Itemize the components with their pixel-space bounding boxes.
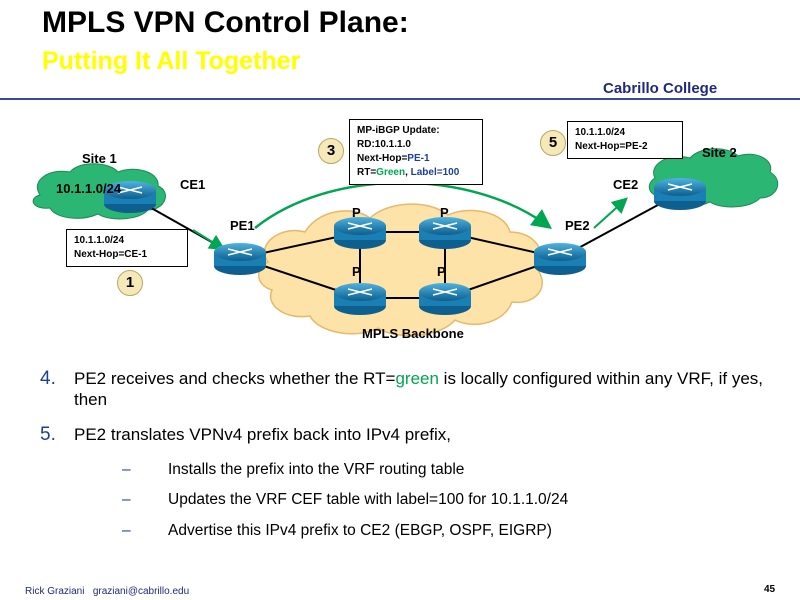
router-ce2-icon	[654, 178, 706, 210]
site1-label: Site 1	[82, 151, 117, 166]
arrow-ce1-pe1	[192, 229, 226, 251]
bullet-5-number: 5.	[40, 424, 56, 445]
bullet-5-text: PE2 translates VPNv4 prefix back into IP…	[74, 425, 452, 444]
mpls-backbone-cloud	[258, 203, 543, 337]
slide-subtitle: Putting It All Together	[42, 47, 301, 75]
route-info-box-5: 10.1.1.0/24 Next-Hop=PE-2	[567, 121, 683, 159]
pe2-label: PE2	[565, 218, 590, 233]
footer-credit: Rick Graziani graziani@cabrillo.edu	[25, 586, 189, 597]
pe1-label: PE1	[230, 218, 255, 233]
box3-next-hop: Next-Hop=PE-1	[357, 153, 430, 164]
sub-bullet-3-text: Advertise this IPv4 prefix to CE2 (EBGP,…	[168, 522, 552, 539]
mp-ibgp-update-box: MP-iBGP Update: RD:10.1.1.0 Next-Hop=PE-…	[349, 119, 483, 185]
router-p-bottom-left-icon	[334, 283, 386, 315]
box1-prefix: 10.1.1.0/24	[74, 235, 125, 246]
p-label-top-right: P	[440, 205, 449, 220]
step-badge-3: 3	[318, 138, 344, 164]
site2-label: Site 2	[702, 145, 737, 160]
router-pe2-icon	[534, 243, 586, 275]
page-number: 45	[764, 584, 776, 595]
box5-prefix: 10.1.1.0/24	[575, 127, 626, 138]
bullet-4-number: 4.	[40, 368, 56, 389]
step-badge-1: 1	[117, 270, 143, 296]
p-label-top-left: P	[352, 205, 361, 220]
ce2-label: CE2	[613, 177, 638, 192]
router-p-top-right-icon	[419, 217, 471, 249]
router-pe1-icon	[214, 243, 266, 275]
sub-bullet-1-text: Installs the prefix into the VRF routing…	[168, 461, 465, 478]
box3-rt-label: RT=Green, Label=100	[357, 167, 460, 178]
footer-email[interactable]: graziani@cabrillo.edu	[92, 586, 190, 597]
footer-author: Rick Graziani	[25, 586, 85, 597]
header-divider	[0, 98, 800, 100]
route-info-box-1: 10.1.1.0/24 Next-Hop=CE-1	[66, 229, 188, 267]
router-ce1-icon	[104, 181, 156, 213]
p-label-bottom-right: P	[437, 264, 446, 279]
box1-next-hop: Next-Hop=CE-1	[74, 249, 148, 260]
p-label-bottom-left: P	[352, 264, 361, 279]
sub-bullet-2-text: Updates the VRF CEF table with label=100…	[168, 491, 569, 508]
mpls-backbone-label: MPLS Backbone	[362, 326, 464, 341]
step-badge-5: 5	[540, 130, 566, 156]
router-p-bottom-right-icon	[419, 283, 471, 315]
bullet-4-text: PE2 receives and checks whether the RT=g…	[74, 369, 764, 409]
ce1-label: CE1	[180, 177, 205, 192]
box3-title: MP-iBGP Update:	[357, 125, 440, 136]
site1-prefix-label: 10.1.1.0/24	[56, 181, 122, 196]
slide-title: MPLS VPN Control Plane:	[42, 6, 409, 39]
box3-rd: RD:10.1.1.0	[357, 139, 411, 150]
box5-next-hop: Next-Hop=PE-2	[575, 141, 648, 152]
router-p-top-left-icon	[334, 217, 386, 249]
arrow-pe2-ce2	[593, 197, 628, 229]
brand-name: Cabrillo College	[603, 80, 718, 97]
